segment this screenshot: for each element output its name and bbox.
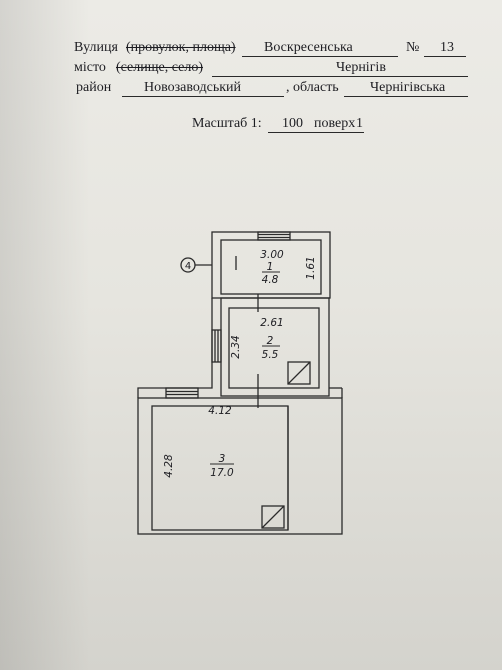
district-line: район Новозаводський , область Чернігівс… bbox=[0, 80, 502, 98]
room-1-window bbox=[257, 231, 291, 241]
region-label: , область bbox=[286, 80, 339, 95]
scale-value: 100 bbox=[282, 116, 303, 131]
city-label: місто bbox=[74, 60, 106, 75]
room-2-inner bbox=[228, 307, 320, 389]
room-3-area: 17.0 bbox=[210, 467, 234, 479]
room-2-window bbox=[211, 329, 222, 363]
region-value: Чернігівська bbox=[370, 80, 446, 95]
number-value: 13 bbox=[440, 40, 454, 55]
room-2-number: 2 bbox=[267, 335, 274, 347]
district-label: район bbox=[76, 80, 112, 95]
room-3-outer bbox=[137, 397, 343, 535]
floor-label: поверх bbox=[314, 116, 356, 131]
scale-field: 100 поверх 1 bbox=[268, 116, 364, 133]
street-line: Вулиця (провулок, площа) Воскресенська №… bbox=[0, 40, 502, 58]
street-alt-label: (провулок, площа) bbox=[126, 40, 236, 55]
street-field: Воскресенська bbox=[242, 40, 398, 57]
room-2-height: 2.34 bbox=[230, 335, 242, 358]
room-2-stove bbox=[287, 361, 311, 385]
scale-line: Масштаб 1: 100 поверх 1 bbox=[0, 116, 502, 134]
room-1-width: 3.00 bbox=[260, 249, 284, 261]
city-value: Чернігів bbox=[336, 60, 386, 75]
scale-label: Масштаб 1: bbox=[192, 116, 262, 131]
room-3-window bbox=[165, 387, 199, 399]
district-value: Новозаводський bbox=[144, 80, 241, 95]
city-alt-label: (селище, село) bbox=[116, 60, 203, 75]
room-2-area: 5.5 bbox=[262, 349, 279, 361]
room-1-area: 4.8 bbox=[262, 274, 279, 286]
room-1-height: 1.61 bbox=[305, 256, 317, 279]
street-value: Воскресенська bbox=[264, 40, 353, 55]
room-3-stove bbox=[261, 505, 285, 529]
floor-value: 1 bbox=[356, 116, 363, 131]
room-3-width: 4.12 bbox=[208, 405, 232, 417]
district-field: Новозаводський bbox=[122, 80, 284, 97]
street-label: Вулиця bbox=[74, 40, 118, 55]
room-3-height: 4.28 bbox=[163, 454, 175, 478]
region-field: Чернігівська bbox=[344, 80, 468, 97]
number-label: № bbox=[406, 40, 420, 55]
city-line: місто (селище, село) Чернігів bbox=[0, 60, 502, 78]
room-2-width: 2.61 bbox=[260, 317, 283, 329]
plan-marker-number: 4 bbox=[185, 261, 191, 272]
city-field: Чернігів bbox=[212, 60, 468, 77]
page-shadow bbox=[0, 0, 90, 670]
room-3-number: 3 bbox=[219, 453, 226, 465]
room-1-number: 1 bbox=[267, 261, 274, 273]
number-field: 13 bbox=[424, 40, 466, 57]
